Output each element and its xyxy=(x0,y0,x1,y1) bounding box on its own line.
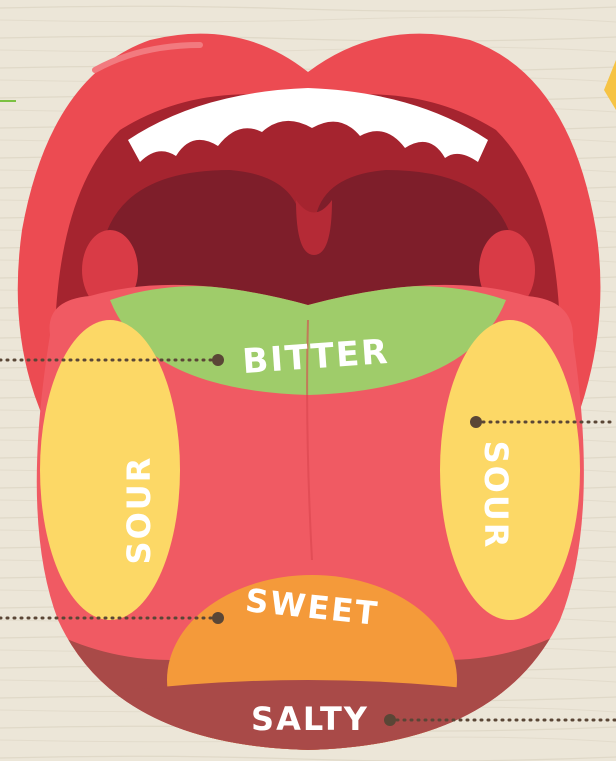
label-sour-right: SOUR xyxy=(477,441,515,550)
region-sour-left xyxy=(40,320,180,620)
label-sour-left: SOUR xyxy=(120,456,158,565)
label-salty: SALTY xyxy=(251,700,369,738)
